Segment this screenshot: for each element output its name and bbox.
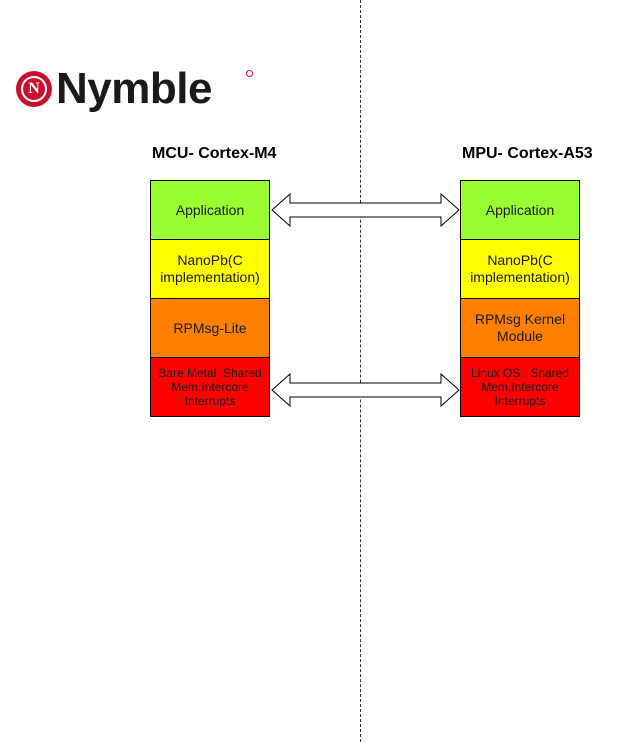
logo-mark-letter: N — [28, 80, 40, 97]
registered-mark-icon — [246, 70, 253, 77]
mcu-title: MCU- Cortex-M4 — [152, 145, 277, 162]
application-link-arrow — [271, 192, 460, 228]
nymble-logo-icon: N — [16, 71, 52, 107]
nymble-logo: N Nymble — [16, 64, 253, 114]
os-layer-link-arrow — [271, 372, 460, 408]
mpu-application-block: Application — [460, 180, 580, 240]
mcu-nanopb-block: NanoPb(C implementation) — [150, 239, 270, 299]
mcu-os-block: Bare Metal ,Shared Mem,Intercore Interru… — [150, 357, 270, 417]
mpu-title: MPU- Cortex-A53 — [462, 145, 593, 162]
mcu-stack: Application NanoPb(C implementation) RPM… — [150, 180, 270, 417]
logo-text: Nymble — [56, 64, 212, 113]
mpu-nanopb-block: NanoPb(C implementation) — [460, 239, 580, 299]
mpu-rpmsg-block: RPMsg Kernel Module — [460, 298, 580, 358]
mpu-os-block: Linux OS , Shared Mem,Intercore Interrup… — [460, 357, 580, 417]
mpu-stack: Application NanoPb(C implementation) RPM… — [460, 180, 580, 417]
dashed-divider — [360, 0, 361, 742]
